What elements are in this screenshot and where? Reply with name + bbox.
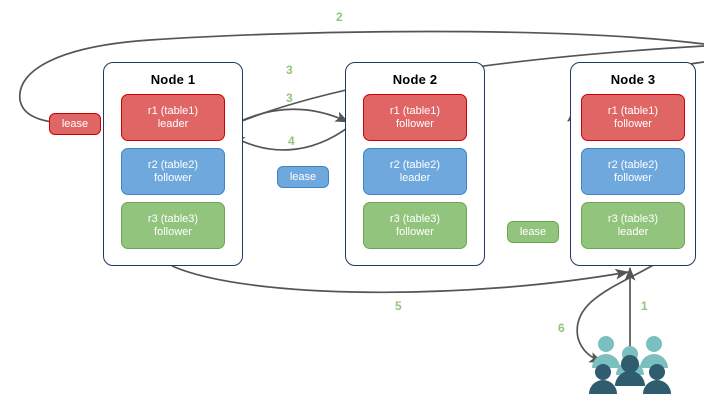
step-label-2: 2	[336, 10, 343, 24]
node-1-replica-r1[interactable]: r1 (table1) leader	[121, 94, 225, 141]
node-2-replica-r3[interactable]: r3 (table3) follower	[363, 202, 467, 249]
node-1-replica-r3-name: r3 (table3)	[147, 212, 199, 225]
node-2-replica-r2-role: leader	[399, 171, 431, 184]
edge-5-node1-to-node3	[171, 265, 630, 294]
node-3-replica-r2-name: r2 (table2)	[607, 158, 659, 171]
node-1-replica-r2[interactable]: r2 (table2) follower	[121, 148, 225, 195]
node-2-replica-r2-name: r2 (table2)	[389, 158, 441, 171]
node-1-replica-r2-role: follower	[154, 171, 192, 184]
node-3-replica-r2-role: follower	[614, 171, 652, 184]
edge-3-node1-to-node2	[226, 108, 349, 129]
node-2-title: Node 2	[392, 72, 438, 87]
step-label-3-upper: 3	[286, 63, 293, 77]
step-label-6: 6	[558, 321, 565, 335]
node-3-replica-r3-role: leader	[617, 225, 649, 238]
node-3-replica-r3-name: r3 (table3)	[607, 212, 659, 225]
users-group-icon	[588, 332, 672, 394]
node-1-replica-r3-role: follower	[154, 225, 192, 238]
node-1-replica-r3[interactable]: r3 (table3) follower	[121, 202, 225, 249]
node-1[interactable]: Node 1 r1 (table1) leader r2 (table2) fo…	[103, 62, 243, 266]
node-2-replica-r1[interactable]: r1 (table1) follower	[363, 94, 467, 141]
node-1-replica-r1-role: leader	[157, 117, 189, 130]
node-2-replica-r3-role: follower	[396, 225, 434, 238]
node-2[interactable]: Node 2 r1 (table1) follower r2 (table2) …	[345, 62, 485, 266]
step-label-5: 5	[395, 299, 402, 313]
lease-badge-blue[interactable]: lease	[277, 166, 329, 188]
node-3[interactable]: Node 3 r1 (table1) follower r2 (table2) …	[570, 62, 696, 266]
lease-badge-red[interactable]: lease	[49, 113, 101, 135]
step-label-3-lower: 3	[286, 91, 293, 105]
lease-badge-green[interactable]: lease	[507, 221, 559, 243]
node-2-replica-r1-name: r1 (table1)	[389, 104, 441, 117]
node-3-replica-r1[interactable]: r1 (table1) follower	[581, 94, 685, 141]
node-3-replica-r1-role: follower	[614, 117, 652, 130]
node-1-title: Node 1	[150, 72, 196, 87]
node-3-replica-r3[interactable]: r3 (table3) leader	[581, 202, 685, 249]
node-3-title: Node 3	[610, 72, 656, 87]
node-1-replica-r1-name: r1 (table1)	[147, 104, 199, 117]
node-3-replica-r1-name: r1 (table1)	[607, 104, 659, 117]
node-1-replica-r2-name: r2 (table2)	[147, 158, 199, 171]
node-2-replica-r3-name: r3 (table3)	[389, 212, 441, 225]
step-label-4: 4	[288, 134, 295, 148]
node-2-replica-r2[interactable]: r2 (table2) leader	[363, 148, 467, 195]
node-3-replica-r2[interactable]: r2 (table2) follower	[581, 148, 685, 195]
step-label-1: 1	[641, 299, 648, 313]
node-2-replica-r1-role: follower	[396, 117, 434, 130]
